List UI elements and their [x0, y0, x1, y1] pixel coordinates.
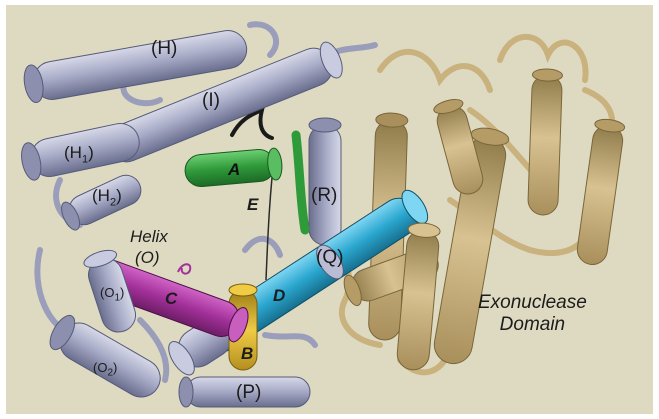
label-helix-o2: (O2)	[93, 361, 117, 379]
label-exonuclease-domain: Exonuclease Domain	[478, 292, 587, 336]
label-exonuclease-line1: Exonuclease	[478, 292, 587, 314]
label-helix-o-line2: (O)	[135, 249, 160, 266]
label-helix-i: (I)	[202, 91, 220, 110]
helix-r	[309, 118, 341, 245]
label-helix-h1: (H1)	[64, 144, 94, 165]
label-helix-r: (R)	[311, 186, 337, 205]
label-helix-h: (H)	[151, 39, 177, 58]
label-helix-b: B	[241, 345, 253, 362]
label-helix-d: D	[273, 287, 285, 304]
label-helix-c: C	[165, 290, 177, 307]
label-helix-a: A	[228, 161, 240, 178]
label-helix-h2: (H2)	[92, 187, 122, 208]
label-exonuclease-line2: Domain	[478, 314, 587, 336]
label-helix-p: (P)	[236, 383, 261, 402]
label-helix-o1: (O1)	[100, 286, 124, 304]
label-strand-e: E	[247, 196, 258, 213]
label-helix-q: (Q)	[316, 248, 343, 267]
tan-helix	[528, 69, 563, 216]
label-helix-o-line1: Helix	[130, 228, 168, 245]
